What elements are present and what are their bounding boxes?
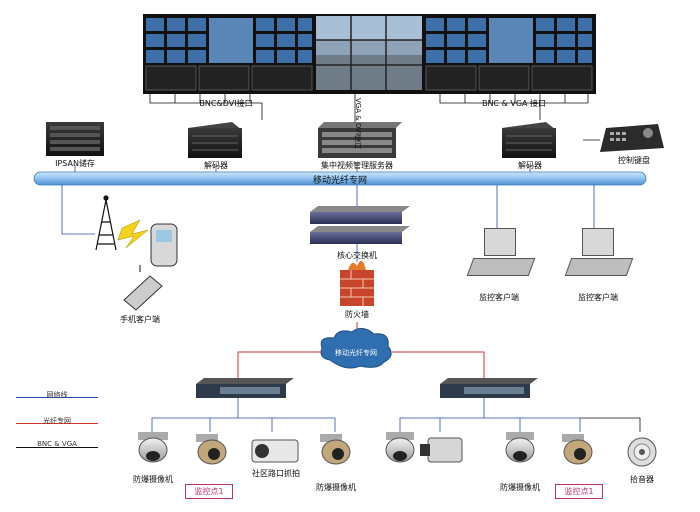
right-screens <box>426 18 592 63</box>
box-camera-6-icon <box>420 437 463 463</box>
ipsan-storage-icon <box>46 122 104 156</box>
cam-3-label: 社区路口抓拍 <box>252 469 300 478</box>
audio-line <box>580 417 641 432</box>
cloud-label: 移动光纤专网 <box>335 349 377 357</box>
legend-network-line <box>16 397 98 398</box>
legend-bnc-text: BNC & VGA <box>37 440 77 448</box>
backbone-drops <box>74 165 531 172</box>
cam-9-label: 拾音器 <box>630 475 654 484</box>
fiber-lines <box>237 351 485 380</box>
legend-bnc-line <box>16 447 98 448</box>
bnc-vga-port-label: BNC & VGA 接口 <box>481 99 547 108</box>
mobile-phone-icon <box>150 223 178 267</box>
control-keyboard-label: 控制键盘 <box>618 156 650 165</box>
core-switch-label: 核心交换机 <box>337 251 377 260</box>
vga-dvi-port-label: VGA & DVI接口 <box>354 98 362 150</box>
access-switch-right-icon <box>440 378 538 398</box>
dome-camera-7-icon <box>505 432 535 463</box>
firewall-label: 防火墙 <box>345 310 369 319</box>
monitor-client-2-keyboard-icon <box>564 258 634 276</box>
legend-network-text: 网络线 <box>46 391 68 399</box>
decoder-left-label: 解码器 <box>204 161 228 170</box>
decoder-right-icon <box>502 122 556 158</box>
bullet-camera-8-icon <box>562 434 593 465</box>
wall-connectors <box>149 90 589 128</box>
central-server-label: 集中视频管理服务器 <box>321 161 393 170</box>
cam-1-label: 防爆摄像机 <box>133 475 173 484</box>
monitor-client-1-label: 监控客户端 <box>479 293 519 302</box>
bullet-camera-2-icon <box>196 434 227 465</box>
dome-camera-1-icon <box>138 432 168 463</box>
backbone-pipe <box>33 171 647 186</box>
wall-cabinets <box>145 65 593 91</box>
flip-phone-icon <box>123 265 163 311</box>
ipsan-label: IPSAN储存 <box>55 159 95 168</box>
cell-tower-icon <box>95 195 117 251</box>
monitor-client-2-icon <box>582 228 614 256</box>
access-switch-left-icon <box>196 378 294 398</box>
video-wall <box>143 14 596 94</box>
bnc-dvi-port-label: BNC&DVI接口 <box>199 99 253 108</box>
mobile-client-label: 手机客户端 <box>120 315 160 324</box>
decoder-left-icon <box>188 122 242 158</box>
center-screens <box>316 16 422 90</box>
cam-7-label: 防爆摄像机 <box>500 483 540 492</box>
cloud-icon <box>320 328 392 369</box>
legend-fiber-text: 光纤专网 <box>43 417 71 425</box>
control-keyboard-icon <box>583 124 664 152</box>
central-server-icon <box>318 122 402 158</box>
cam-4-label: 防爆摄像机 <box>316 483 356 492</box>
left-screens <box>146 18 312 63</box>
monitor-client-1-icon <box>484 228 516 256</box>
decoder-right-label: 解码器 <box>518 161 542 170</box>
point-1-tag: 监控点1 <box>185 484 233 499</box>
firewall-icon <box>340 260 374 306</box>
dome-camera-5-icon <box>385 432 415 463</box>
bullet-camera-4-icon <box>320 434 351 465</box>
box-camera-3-icon <box>251 439 299 463</box>
core-switch-icon <box>310 206 410 244</box>
point-2-tag: 监控点1 <box>555 484 603 499</box>
monitor-client-1-keyboard-icon <box>466 258 536 276</box>
backbone-label: 移动光纤专网 <box>312 176 368 186</box>
legend-fiber-line <box>16 423 98 424</box>
monitor-client-2-label: 监控客户端 <box>578 293 618 302</box>
camera-network-lines <box>151 398 581 432</box>
signal-lightning-icon <box>117 219 149 249</box>
audio-pickup-icon <box>627 437 657 467</box>
